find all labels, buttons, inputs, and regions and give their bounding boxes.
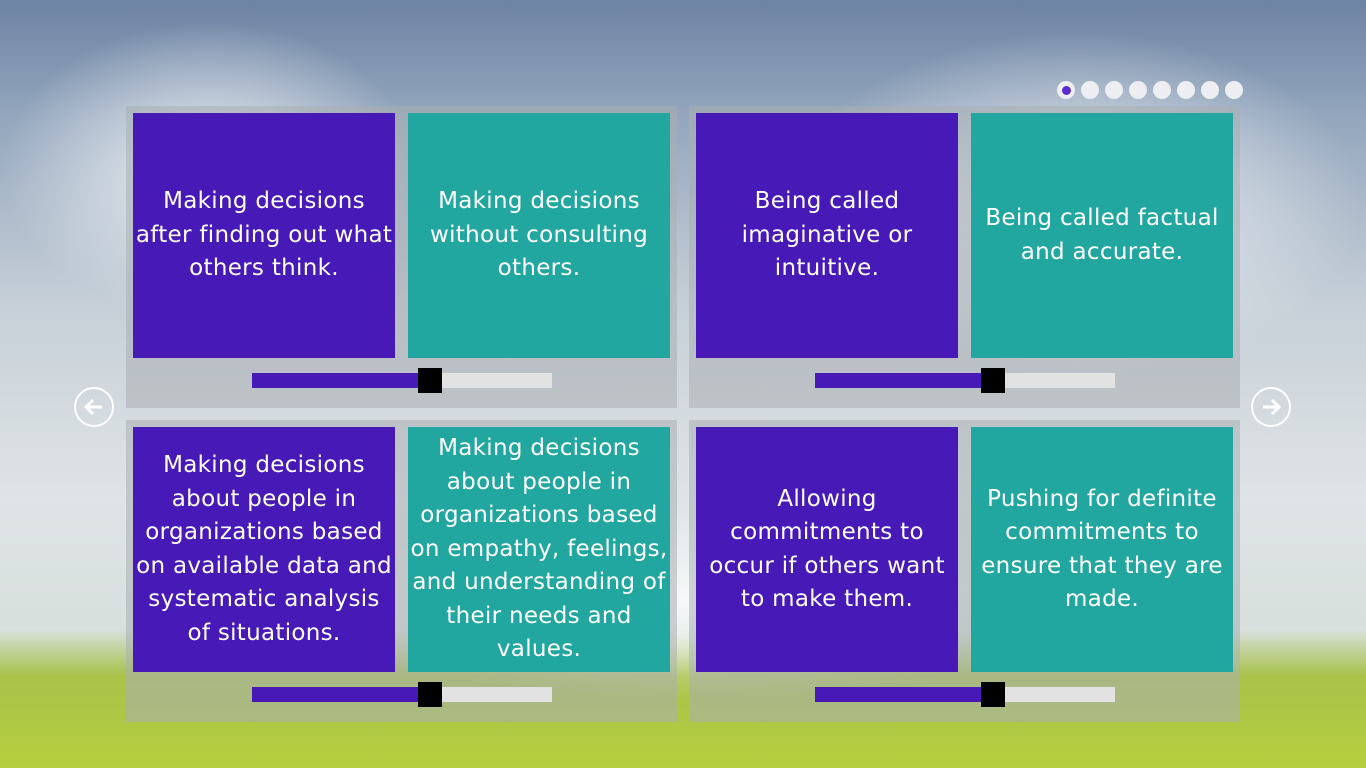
slider-thumb[interactable] xyxy=(980,368,1005,393)
slider-fill xyxy=(252,373,430,388)
left-option-tile[interactable]: Making decisions after finding out what … xyxy=(133,113,395,358)
page-dot[interactable] xyxy=(1129,81,1147,99)
arrow-right-icon xyxy=(1263,398,1282,416)
right-option-text: Making decisions without consulting othe… xyxy=(429,188,648,282)
page-dot[interactable] xyxy=(1177,81,1195,99)
preference-slider[interactable] xyxy=(815,368,1115,393)
left-option-tile[interactable]: Making decisions about people in organiz… xyxy=(133,427,395,672)
preference-pair-panel: Being called imaginative or intuitive. B… xyxy=(689,106,1240,408)
slider-fill xyxy=(815,373,993,388)
right-option-tile[interactable]: Making decisions without consulting othe… xyxy=(408,113,670,358)
page-dot[interactable] xyxy=(1081,81,1099,99)
right-option-tile[interactable]: Being called factual and accurate. xyxy=(971,113,1233,358)
preference-pair-panel: Allowing commitments to occur if others … xyxy=(689,420,1240,722)
page-dot[interactable] xyxy=(1153,81,1171,99)
right-option-text: Pushing for definite commitments to ensu… xyxy=(981,485,1223,613)
preference-slider[interactable] xyxy=(252,368,552,393)
slider-fill xyxy=(252,687,430,702)
next-button[interactable] xyxy=(1251,387,1291,427)
left-option-text: Being called imaginative or intuitive. xyxy=(741,188,913,282)
page-dot[interactable] xyxy=(1105,81,1123,99)
right-option-text: Being called factual and accurate. xyxy=(985,205,1219,265)
preference-slider[interactable] xyxy=(815,682,1115,707)
slider-thumb[interactable] xyxy=(980,682,1005,707)
preference-pair-panel: Making decisions about people in organiz… xyxy=(126,420,677,722)
page-dot[interactable] xyxy=(1201,81,1219,99)
slider-thumb[interactable] xyxy=(417,682,442,707)
left-option-tile[interactable]: Allowing commitments to occur if others … xyxy=(696,427,958,672)
left-option-text: Allowing commitments to occur if others … xyxy=(709,485,945,613)
page-indicator xyxy=(1057,81,1243,99)
left-option-text: Making decisions after finding out what … xyxy=(135,188,393,282)
right-option-text: Making decisions about people in organiz… xyxy=(410,435,668,663)
previous-button[interactable] xyxy=(74,387,114,427)
right-option-tile[interactable]: Pushing for definite commitments to ensu… xyxy=(971,427,1233,672)
left-option-tile[interactable]: Being called imaginative or intuitive. xyxy=(696,113,958,358)
preference-slider[interactable] xyxy=(252,682,552,707)
page-dot[interactable] xyxy=(1057,81,1075,99)
left-option-text: Making decisions about people in organiz… xyxy=(136,452,392,646)
page-dot[interactable] xyxy=(1225,81,1243,99)
arrow-left-icon xyxy=(83,398,102,416)
preference-pair-panel: Making decisions after finding out what … xyxy=(126,106,677,408)
slider-fill xyxy=(815,687,993,702)
slider-thumb[interactable] xyxy=(417,368,442,393)
right-option-tile[interactable]: Making decisions about people in organiz… xyxy=(408,427,670,672)
